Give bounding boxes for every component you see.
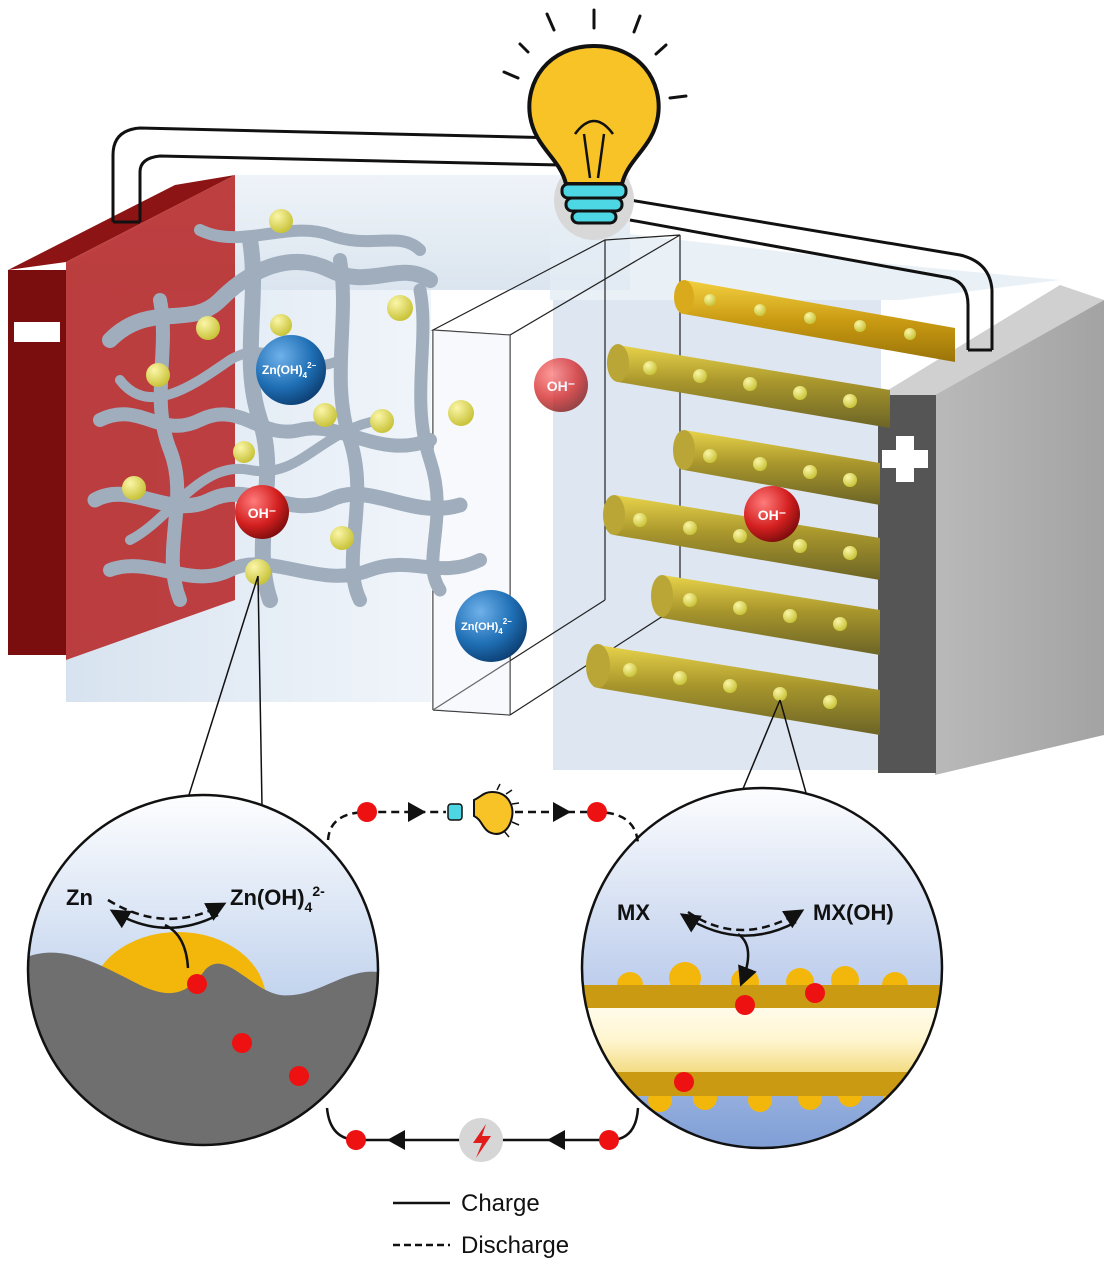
svg-text:MX(OH): MX(OH)	[813, 900, 894, 925]
zincate-ion-anode: Zn(OH)42−	[256, 335, 326, 405]
svg-text:Zn(OH)42-: Zn(OH)42-	[230, 883, 325, 915]
cathode-top-surface	[550, 225, 1060, 300]
cathode-rod	[674, 280, 955, 362]
charge-arrows	[387, 1130, 565, 1150]
cathode-rod	[603, 495, 880, 580]
svg-text:Zn: Zn	[66, 885, 93, 910]
cathode-rod	[586, 644, 880, 735]
anode-zoom-circle	[26, 793, 380, 1147]
cathode-rods	[586, 280, 955, 735]
svg-text:OH⁻: OH⁻	[248, 505, 276, 521]
lightbulb-icon	[447, 783, 520, 838]
lightning-bolt-icon	[459, 1118, 503, 1162]
cathode-rod	[651, 575, 880, 655]
legend: Charge Discharge	[393, 1190, 569, 1259]
legend-discharge-label: Discharge	[461, 1232, 569, 1259]
svg-text:MX: MX	[617, 900, 650, 925]
hydroxide-ion-cathode: OH⁻	[744, 486, 800, 542]
negative-sign-icon	[14, 322, 60, 342]
cathode-reaction: MX MX(OH)	[617, 900, 894, 987]
zoom-callout-lines	[187, 575, 809, 807]
charge-electrons	[346, 1130, 619, 1150]
zinc-particles	[122, 209, 474, 585]
external-wire	[111, 126, 994, 352]
svg-text:Zn(OH)42−: Zn(OH)42−	[461, 617, 512, 636]
svg-text:OH⁻: OH⁻	[758, 507, 786, 523]
cathode-plate	[878, 285, 1104, 775]
anode-reaction: Zn Zn(OH)42-	[66, 883, 325, 969]
positive-sign-icon	[882, 436, 928, 482]
svg-text:OH⁻: OH⁻	[547, 378, 575, 394]
hydroxide-ion-anode: OH⁻	[235, 485, 289, 539]
anode-electrons	[187, 974, 309, 1086]
lightbulb-icon	[502, 8, 688, 240]
zincate-ion-separator: Zn(OH)42−	[455, 590, 527, 662]
discharge-arrows	[408, 802, 571, 822]
cathode-zoom-circle	[580, 786, 944, 1150]
cathode-electrons	[674, 983, 825, 1092]
rod-particles	[623, 294, 916, 709]
hydroxide-ion-separator: OH⁻	[534, 358, 588, 412]
legend-charge-label: Charge	[461, 1190, 540, 1217]
cathode-rod	[673, 430, 880, 505]
discharge-electrons	[357, 802, 607, 822]
svg-text:Zn(OH)42−: Zn(OH)42−	[262, 361, 317, 380]
